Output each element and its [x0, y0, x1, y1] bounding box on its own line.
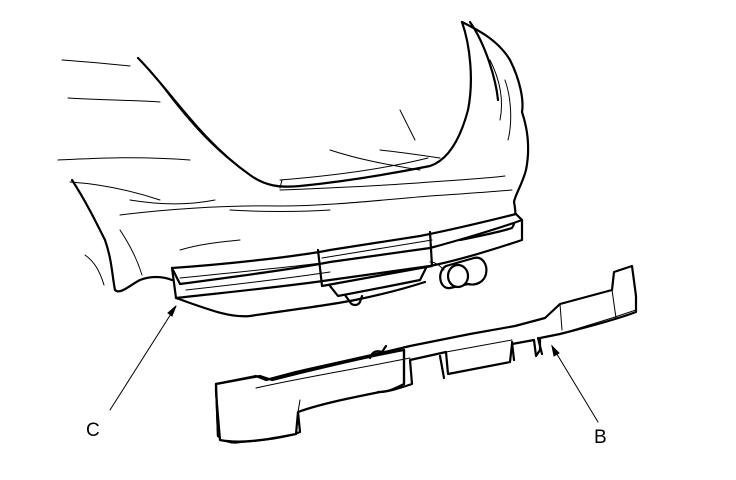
- rear-body: [57, 20, 530, 293]
- label-b: B: [594, 427, 607, 448]
- bumper-beam-c: [170, 212, 524, 318]
- label-c: C: [86, 420, 100, 441]
- leader-lines: [109, 305, 599, 423]
- energy-absorber-b: [214, 264, 638, 444]
